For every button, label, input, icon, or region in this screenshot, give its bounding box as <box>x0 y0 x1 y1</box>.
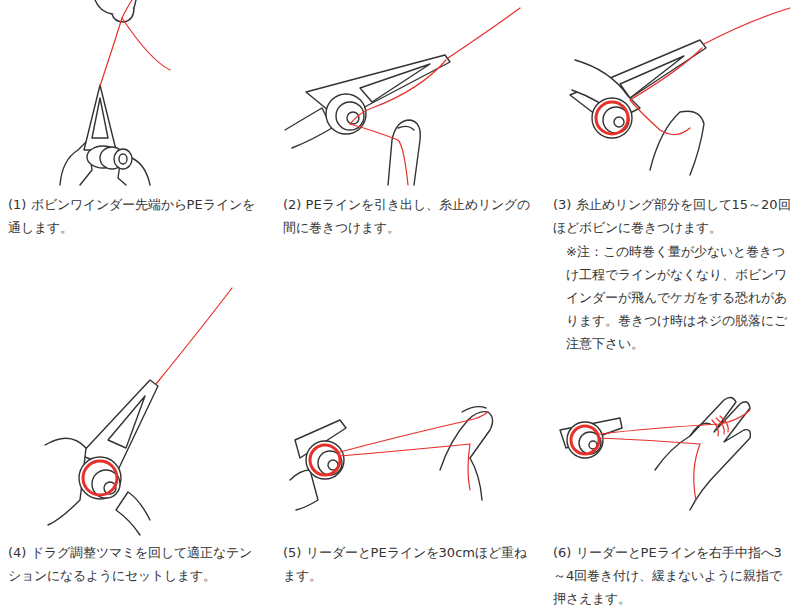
step1-figure <box>60 0 150 185</box>
step-caption: (6) リーダーとPEラインを右手中指へ3～4回巻き付け、緩まないように親指で押… <box>553 541 793 610</box>
caution-note: ※注：この時巻く量が少ないと巻きつけ工程でラインがなくなり、ボビンワインダーが飛… <box>566 240 792 355</box>
step-caption: (5) リーダーとPEラインを30cmほど重ねます。 <box>283 541 531 587</box>
step-caption: (2) PEラインを引き出し、糸止めリングの間に巻きつけます。 <box>283 193 531 239</box>
step4-figure <box>45 380 158 535</box>
step2-figure <box>285 55 450 185</box>
step-caption: (4) ドラグ調整ツマミを回して適正なテンションになるようにセットします。 <box>8 541 256 587</box>
step6-figure <box>560 397 750 510</box>
step-caption: (1) ボビンワインダー先端からPEラインを通します。 <box>8 193 256 239</box>
step5-figure <box>290 407 493 510</box>
step-caption: (3) 糸止めリング部分を回して15～20回ほどボビンに巻きつけます。 <box>553 193 793 239</box>
step3-figure <box>570 40 706 175</box>
